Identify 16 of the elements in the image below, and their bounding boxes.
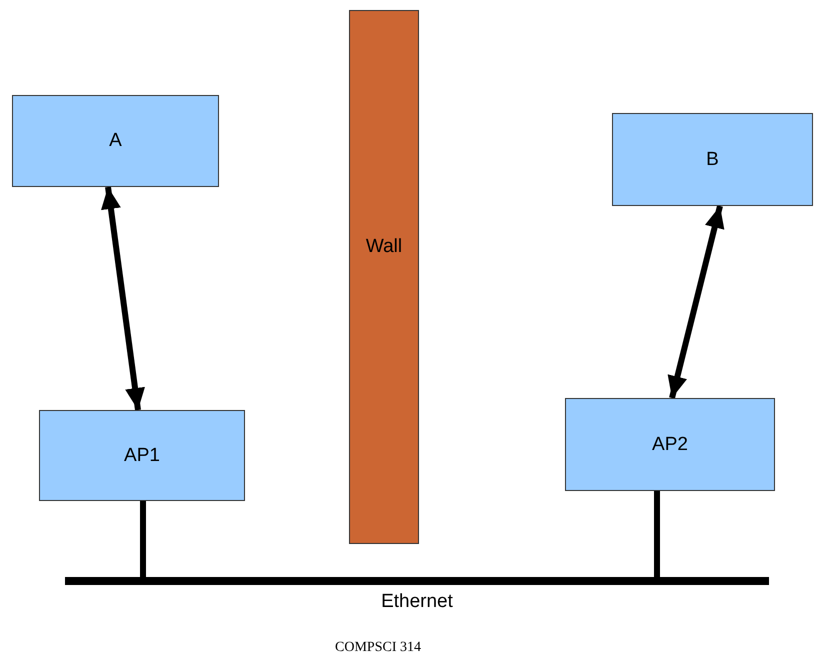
node-label: B — [706, 148, 719, 170]
node-label: AP2 — [652, 434, 688, 456]
connector-line — [140, 501, 146, 577]
device-box — [39, 410, 245, 501]
double-arrow — [668, 205, 724, 399]
connector-line — [654, 491, 660, 577]
node-label: A — [109, 130, 122, 152]
wall-bar — [349, 10, 419, 544]
double-arrow — [101, 186, 145, 410]
device-box — [12, 95, 219, 187]
device-box — [565, 398, 775, 491]
device-box — [612, 113, 813, 206]
network-label: Ethernet — [380, 591, 454, 613]
footer-text: COMPSCI 314 — [334, 640, 422, 656]
node-label: AP1 — [124, 444, 160, 466]
node-label: Wall — [366, 236, 402, 258]
